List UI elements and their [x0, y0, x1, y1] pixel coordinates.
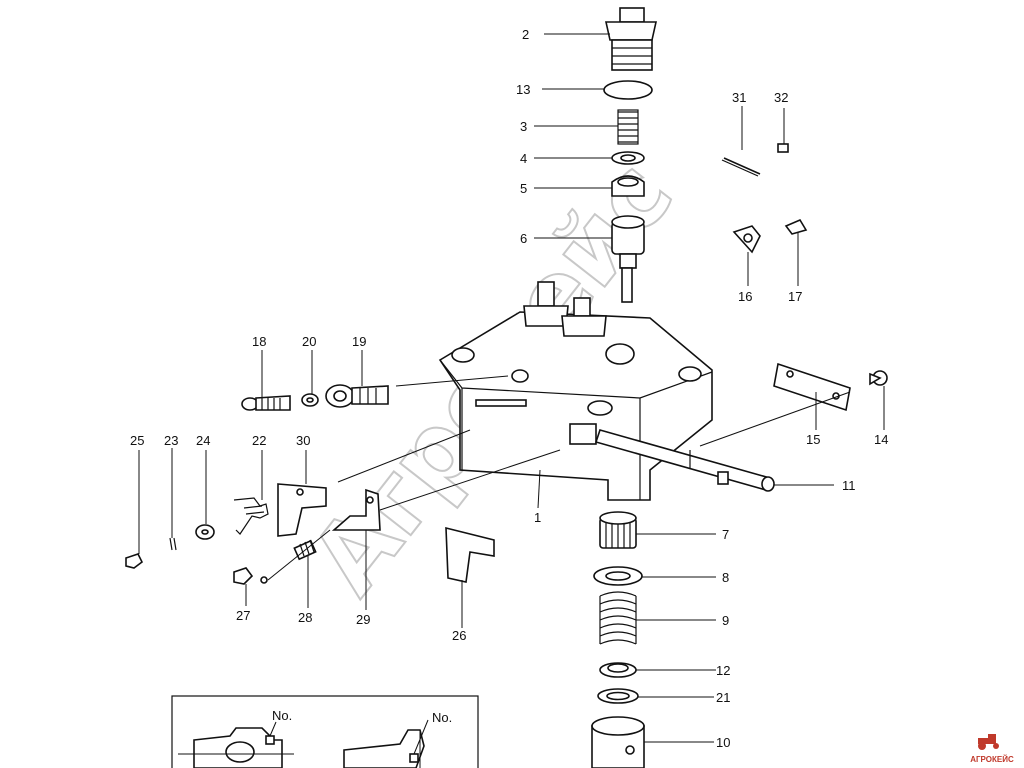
callout-10: 10 [716, 735, 730, 750]
part-9-plunger-spring [599, 591, 637, 645]
callout-6: 6 [520, 231, 527, 246]
callout-31: 31 [732, 90, 746, 105]
inset-label-no-1: No. [272, 708, 292, 723]
part-7-control-sleeve [599, 511, 637, 549]
part-11-control-rack [594, 429, 775, 492]
callout-8: 8 [722, 570, 729, 585]
callout-18: 18 [252, 334, 266, 349]
callout-24: 24 [196, 433, 210, 448]
part-21-shim [597, 688, 639, 704]
inset-label-no-2: No. [432, 710, 452, 725]
part-23-pin [169, 537, 177, 551]
part-31-pin [721, 157, 761, 177]
callout-22: 22 [252, 433, 266, 448]
part-6-valve-seat [611, 215, 645, 303]
part-30-lever [277, 483, 327, 537]
inset-detail-box: No. No. [171, 695, 479, 768]
callout-17: 17 [788, 289, 802, 304]
part-15-bracket [773, 362, 851, 412]
part-3-spring [617, 109, 639, 145]
callout-3: 3 [520, 119, 527, 134]
part-10-tappet [591, 716, 645, 768]
part-32-clip [777, 143, 789, 153]
brand-logo-text: АГРОКЕЙС [970, 755, 1014, 764]
part-2-delivery-valve-holder [605, 7, 657, 71]
callout-15: 15 [806, 432, 820, 447]
callout-12: 12 [716, 663, 730, 678]
part-19-banjo-bolt [325, 384, 389, 408]
part-16-plate [732, 225, 761, 254]
part-20-washer [301, 393, 319, 407]
part-4-washer [611, 151, 645, 165]
leader-lines [138, 33, 885, 743]
callout-28: 28 [298, 610, 312, 625]
callout-20: 20 [302, 334, 316, 349]
callout-21: 21 [716, 690, 730, 705]
callout-9: 9 [722, 613, 729, 628]
part-24-washer [195, 524, 215, 540]
part-17-screw [784, 218, 808, 235]
part-13-o-ring [603, 80, 653, 100]
callout-labels: 2 13 3 4 5 6 31 32 16 17 18 20 19 15 14 … [130, 27, 888, 750]
part-18-screw [241, 395, 291, 411]
callout-4: 4 [520, 151, 527, 166]
callout-25: 25 [130, 433, 144, 448]
part-26-stop-plate [445, 526, 495, 583]
part-12-lower-seat [599, 662, 637, 678]
callout-7: 7 [722, 527, 729, 542]
part-8-spring-seat [593, 566, 643, 586]
part-27-nut [233, 567, 268, 585]
callout-11: 11 [842, 478, 856, 493]
part-5-valve [611, 175, 645, 197]
tractor-icon [978, 734, 999, 750]
callout-27: 27 [236, 608, 250, 623]
callout-19: 19 [352, 334, 366, 349]
part-14-bolt [869, 370, 888, 386]
callout-30: 30 [296, 433, 310, 448]
callout-32: 32 [774, 90, 788, 105]
callout-14: 14 [874, 432, 888, 447]
callout-16: 16 [738, 289, 752, 304]
callout-2: 2 [522, 27, 529, 42]
part-29-lever [331, 488, 381, 531]
callout-5: 5 [520, 181, 527, 196]
part-25-nut [125, 553, 144, 569]
part-22-spring [233, 497, 269, 535]
callout-29: 29 [356, 612, 370, 627]
callout-1: 1 [534, 510, 541, 525]
callout-13: 13 [516, 82, 530, 97]
callout-26: 26 [452, 628, 466, 643]
brand-logo: АГРОКЕЙС [966, 734, 1018, 764]
callout-23: 23 [164, 433, 178, 448]
